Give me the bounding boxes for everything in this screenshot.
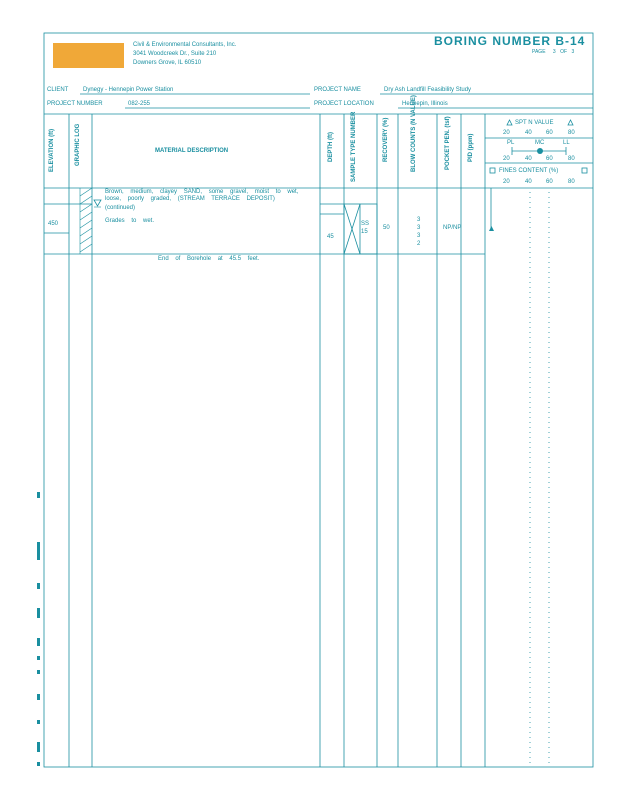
elevation-value: 450 <box>48 221 59 227</box>
project-name-value: Dry Ash Landfill Feasibility Study <box>384 87 472 93</box>
material-grades: Grades to wet. <box>105 218 155 224</box>
header-elevation: ELEVATION (ft) <box>49 128 55 172</box>
company-name: Civil & Environmental Consultants, Inc. <box>133 42 237 48</box>
fines-scale-40: 40 <box>525 179 532 185</box>
spt-scale-40: 40 <box>525 130 532 136</box>
header-recovery: RECOVERY (%) <box>383 117 389 162</box>
project-location-label: PROJECT LOCATION <box>314 101 374 107</box>
margin-ticks <box>37 492 40 766</box>
company-address-2: Downers Grove, IL 60510 <box>133 60 202 66</box>
client-label: CLIENT <box>47 87 69 93</box>
client-value: Dynegy - Hennepin Power Station <box>83 87 174 93</box>
header-depth: DEPTH (ft) <box>328 132 334 162</box>
spt-scale-20: 20 <box>503 130 510 136</box>
material-description: Brown, medium, clayey SAND, some gravel,… <box>105 189 299 202</box>
blow-count-2: 3 <box>417 225 421 231</box>
graphic-log-hatch <box>79 187 93 254</box>
spt-marker <box>489 226 494 231</box>
recovery-value: 50 <box>383 225 390 231</box>
boring-title: BORING NUMBER B-14 <box>434 34 586 48</box>
company-address-1: 3041 Woodcreek Dr., Suite 210 <box>133 51 217 57</box>
blow-count-4: 2 <box>417 241 421 247</box>
header-spt: SPT N VALUE <box>515 120 554 126</box>
header-sample-type: SAMPLE TYPE NUMBER <box>351 111 357 182</box>
header-blow-counts: BLOW COUNTS (N VALUE) <box>411 95 417 172</box>
page-indicator: PAGE 3 OF 3 <box>532 49 574 56</box>
water-table-icon <box>93 199 102 207</box>
end-of-borehole: End of Borehole at 45.5 feet. <box>158 256 260 262</box>
page-number: 3 <box>552 49 556 55</box>
page-label: PAGE <box>532 49 546 55</box>
spt-scale-80: 80 <box>568 130 575 136</box>
page-total: 3 <box>571 49 575 55</box>
of-label: OF <box>560 49 568 55</box>
material-continued: (continued) <box>105 205 136 211</box>
sample-number-value: 15 <box>361 229 368 235</box>
header-fines: FINES CONTENT (%) <box>499 168 559 174</box>
mc-marker <box>537 148 543 154</box>
mc-scale-60: 60 <box>546 156 553 162</box>
mc-scale-20: 20 <box>503 156 510 162</box>
pocket-pen-value: NP/NP <box>443 225 462 231</box>
header-pocket-pen: POCKET PEN. (tsf) <box>445 116 451 170</box>
sample-type-value: SS <box>361 221 370 227</box>
project-name-label: PROJECT NAME <box>314 87 361 93</box>
project-location-value: Hennepin, Illinois <box>402 101 448 107</box>
header-material: MATERIAL DESCRIPTION <box>155 148 229 154</box>
header-mc: MC <box>535 140 545 146</box>
blow-count-1: 3 <box>417 217 421 223</box>
fines-scale-20: 20 <box>503 179 510 185</box>
fines-scale-60: 60 <box>546 179 553 185</box>
fines-scale-80: 80 <box>568 179 575 185</box>
mc-scale-40: 40 <box>525 156 532 162</box>
spt-scale-60: 60 <box>546 130 553 136</box>
header-pid: PID (ppm) <box>468 133 474 162</box>
project-number-value: 082-255 <box>128 101 151 107</box>
header-pl: PL <box>507 140 515 146</box>
blow-count-3: 3 <box>417 233 421 239</box>
company-logo <box>53 43 124 68</box>
depth-value: 45 <box>327 234 334 240</box>
project-number-label: PROJECT NUMBER <box>47 101 103 107</box>
header-ll: LL <box>563 140 570 146</box>
header-graphic-log: GRAPHIC LOG <box>75 123 81 166</box>
mc-scale-80: 80 <box>568 156 575 162</box>
